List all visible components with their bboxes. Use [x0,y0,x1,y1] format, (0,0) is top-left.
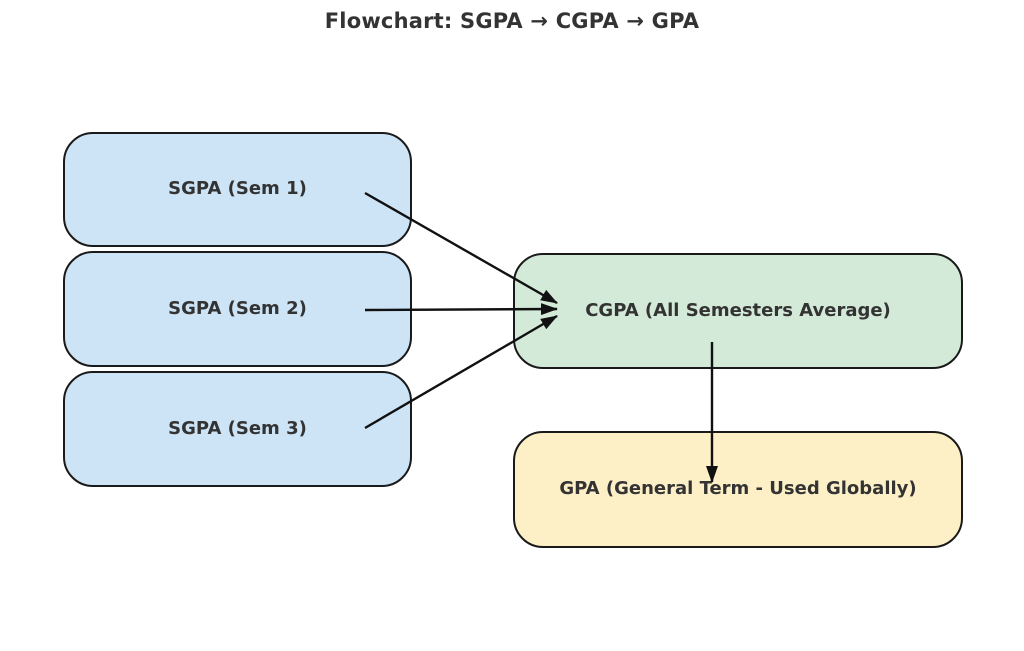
node-sgpa-sem3: SGPA (Sem 3) [63,371,412,487]
node-sgpa-sem2-label: SGPA (Sem 2) [168,297,307,319]
node-sgpa-sem1-label: SGPA (Sem 1) [168,178,307,200]
node-sgpa-sem1: SGPA (Sem 1) [63,132,412,247]
chart-title: Flowchart: SGPA → CGPA → GPA [324,9,700,33]
node-sgpa-sem2: SGPA (Sem 2) [63,251,412,367]
node-gpa: GPA (General Term - Used Globally) [513,431,963,548]
node-cgpa: CGPA (All Semesters Average) [513,253,963,369]
node-sgpa-sem3-label: SGPA (Sem 3) [168,417,307,439]
node-cgpa-label: CGPA (All Semesters Average) [585,299,891,321]
node-gpa-label: GPA (General Term - Used Globally) [559,478,917,500]
